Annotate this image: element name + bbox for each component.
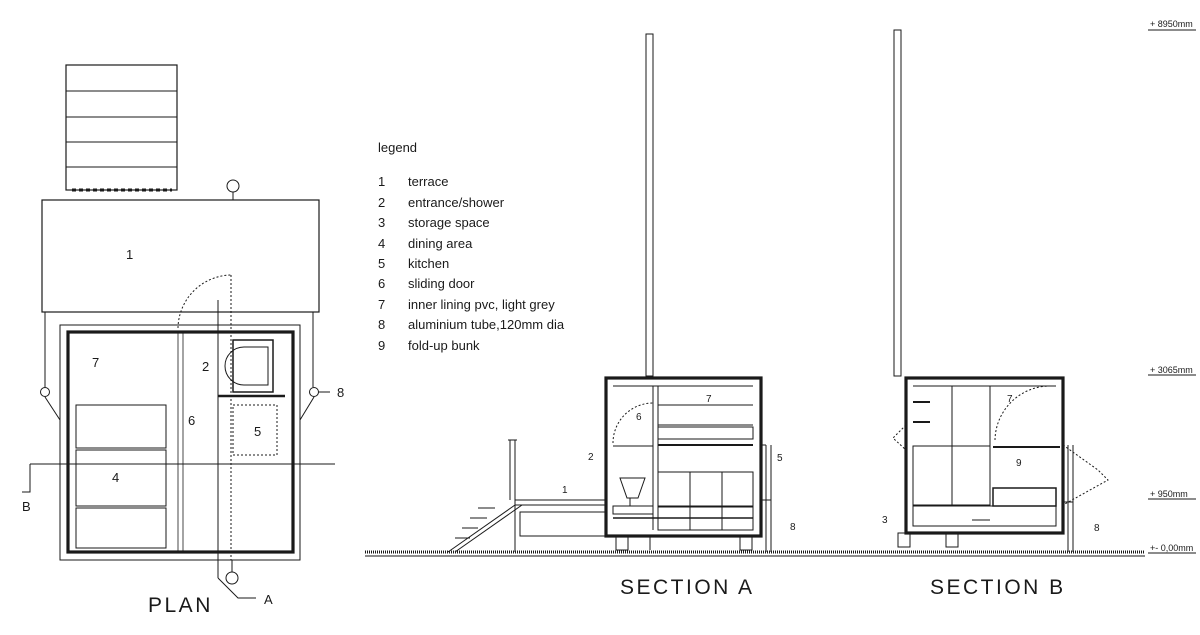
legend-item: 2 entrance/shower	[378, 193, 564, 213]
plan-label: 4	[112, 470, 119, 485]
solar-panel-stack	[65, 64, 178, 192]
legend-item-number: 7	[378, 296, 386, 312]
plan-label: 5	[254, 424, 261, 439]
plan-title: PLAN	[148, 594, 213, 617]
section-a-cabin	[604, 376, 763, 538]
cabin-inner-wall	[66, 330, 295, 554]
legend-item: 6 sliding door	[378, 274, 564, 294]
bed	[992, 487, 1057, 507]
legend-item-number: 6	[378, 276, 386, 292]
legend-item-label: sliding door	[408, 276, 475, 292]
shower-fixture	[224, 339, 274, 393]
cabin-outer-wall	[59, 324, 301, 561]
section-a-label: 6	[636, 412, 642, 423]
plan-cut-a-label: A	[264, 592, 273, 607]
level-roof: + 3065mm	[1150, 365, 1193, 375]
legend-item-number: 3	[378, 215, 386, 231]
legend-item-label: storage space	[408, 215, 490, 231]
plan-cut-b-label: B	[22, 499, 31, 514]
legend-item-label: aluminium tube,120mm dia	[408, 317, 565, 333]
legend-item-label: inner lining pvc, light grey	[408, 296, 555, 312]
level-markers	[1148, 29, 1196, 554]
section-b-drawing	[892, 29, 1109, 552]
section-a-drawing	[447, 33, 772, 553]
legend-title: legend	[378, 140, 418, 155]
legend-item-label: fold-up bunk	[408, 337, 480, 353]
legend-item-number: 2	[378, 194, 386, 210]
section-b-title: SECTION B	[930, 576, 1066, 599]
section-b-cabin	[904, 376, 1065, 535]
section-b-mast	[893, 29, 902, 377]
level-top: + 8950mm	[1150, 19, 1193, 29]
legend-item: 7 inner lining pvc, light grey	[378, 295, 564, 315]
mast-right	[299, 387, 319, 421]
mast-top	[226, 179, 240, 200]
terrace	[41, 199, 320, 313]
section-b-label: 9	[1016, 458, 1022, 469]
ground-line	[365, 550, 1145, 557]
plan-label: 2	[202, 359, 209, 374]
mast-left	[40, 387, 61, 421]
section-a-label: 7	[706, 394, 712, 405]
mast-bottom	[225, 560, 239, 585]
section-a-label: 5	[777, 453, 783, 464]
legend-item-number: 5	[378, 256, 386, 272]
section-a-label: 2	[588, 452, 594, 463]
toilet-fixture	[619, 477, 646, 499]
plan-label: 1	[126, 247, 133, 262]
legend-item-number: 4	[378, 235, 386, 251]
level-floor: + 950mm	[1150, 489, 1188, 499]
legend-item-number: 8	[378, 317, 386, 333]
plan-label: 8	[337, 385, 344, 400]
section-a-title: SECTION A	[620, 576, 755, 599]
legend-item: 1 terrace	[378, 172, 564, 192]
legend-item: 9 fold-up bunk	[378, 336, 564, 356]
plan-label: 7	[92, 355, 99, 370]
legend-item: 3 storage space	[378, 213, 564, 233]
legend-item: 4 dining area	[378, 234, 564, 254]
legend-item: 5 kitchen	[378, 254, 564, 274]
section-a-label: 8	[790, 522, 796, 533]
legend-item-label: terrace	[408, 174, 449, 190]
section-b-label: 3	[882, 515, 888, 526]
section-b-label: 7	[1007, 394, 1013, 405]
legend-item-number: 1	[378, 174, 386, 190]
section-b-label: 8	[1094, 523, 1100, 534]
kitchen-block	[232, 404, 278, 456]
section-a-stair	[447, 504, 523, 553]
legend-item: 8 aluminium tube,120mm dia	[378, 315, 564, 335]
plan-drawing	[22, 64, 335, 599]
level-ground: +- 0,00mm	[1150, 543, 1193, 553]
legend: legend 1 terrace 2 entrance/shower 3 storag…	[378, 138, 564, 356]
section-a-terrace	[514, 499, 607, 506]
section-a-label: 1	[562, 485, 568, 496]
legend-item-label: kitchen	[408, 256, 450, 272]
legend-item-label: dining area	[408, 235, 473, 251]
section-a-mast	[645, 33, 654, 377]
legend-item-number: 9	[378, 337, 386, 353]
plan-label: 6	[188, 413, 195, 428]
door-swing	[177, 274, 232, 329]
legend-item-label: entrance/shower	[408, 194, 505, 210]
